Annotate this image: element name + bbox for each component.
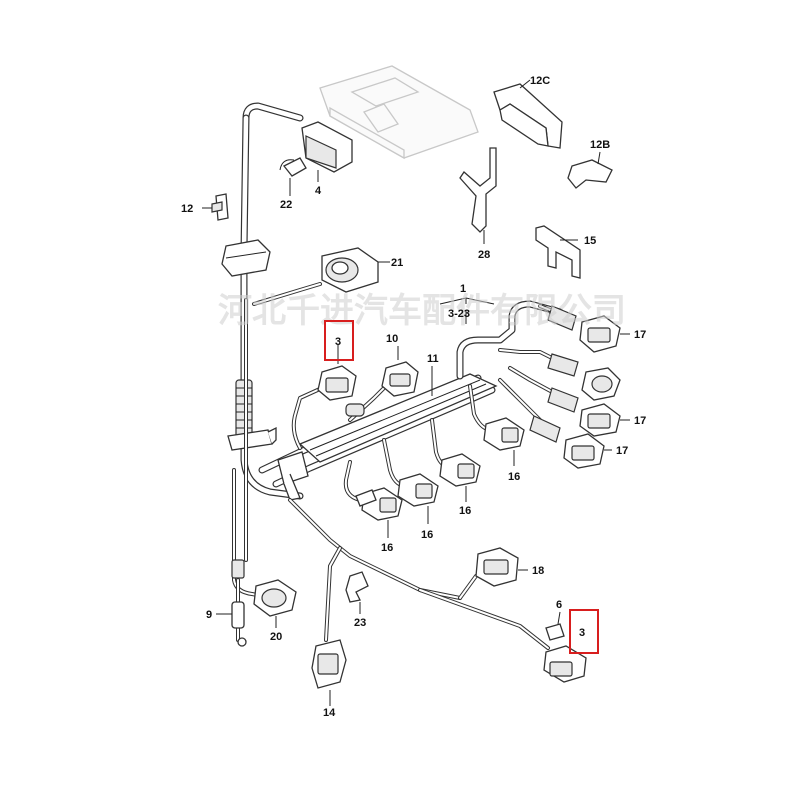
connector-10 (345, 346, 419, 422)
callout-16-mid: 16 (421, 529, 433, 541)
callout-17-low: 17 (616, 445, 628, 457)
harness-spine (258, 300, 564, 501)
callout-12b: 12B (590, 139, 610, 151)
callout-15: 15 (584, 235, 596, 247)
bracket-15 (535, 225, 581, 279)
clip-23 (345, 571, 369, 614)
callout-10: 10 (386, 333, 398, 345)
callout-11: 11 (427, 353, 439, 365)
bracket-12c (493, 79, 563, 149)
highlight-box-lower (569, 609, 599, 654)
callout-3-lower: 3 (579, 627, 585, 639)
callout-12: 12 (181, 203, 193, 215)
callout-23: 23 (354, 617, 366, 629)
callout-20: 20 (270, 631, 282, 643)
clip-12 (202, 193, 229, 221)
connector-14 (311, 546, 347, 706)
callout-17-top: 17 (634, 329, 646, 341)
callout-21: 21 (391, 257, 403, 269)
highlight-box-upper (324, 320, 354, 361)
ecu-module (319, 65, 479, 160)
clip-22 (279, 157, 307, 196)
connector-17-group (498, 304, 630, 469)
callout-9: 9 (206, 609, 212, 621)
callout-28: 28 (478, 249, 490, 261)
callout-16-left: 16 (381, 542, 393, 554)
connector-3-upper (291, 344, 357, 450)
callout-6: 6 (556, 599, 562, 611)
connector-16-group (343, 384, 525, 538)
callout-18: 18 (532, 565, 544, 577)
bracket-12b (567, 151, 613, 189)
connector-21 (252, 247, 390, 306)
bracket-28 (459, 147, 497, 244)
callout-22: 22 (280, 199, 292, 211)
callout-14: 14 (323, 707, 336, 719)
callout-3-23: 3-23 (448, 308, 470, 320)
main-harness (221, 102, 304, 647)
connector-20 (253, 579, 297, 628)
callout-12c: 12C (530, 75, 550, 87)
callout-3-upper: 3 (335, 336, 341, 348)
watermark: 河北千进汽车配件有限公司 (218, 291, 626, 331)
connector-4 (301, 121, 353, 182)
lower-harness (288, 498, 587, 683)
callout-16-right: 16 (508, 471, 520, 483)
callout-1: 1 (460, 283, 466, 295)
callout-16-midright: 16 (459, 505, 471, 517)
callout-4: 4 (315, 185, 322, 197)
callout-17-mid: 17 (634, 415, 646, 427)
